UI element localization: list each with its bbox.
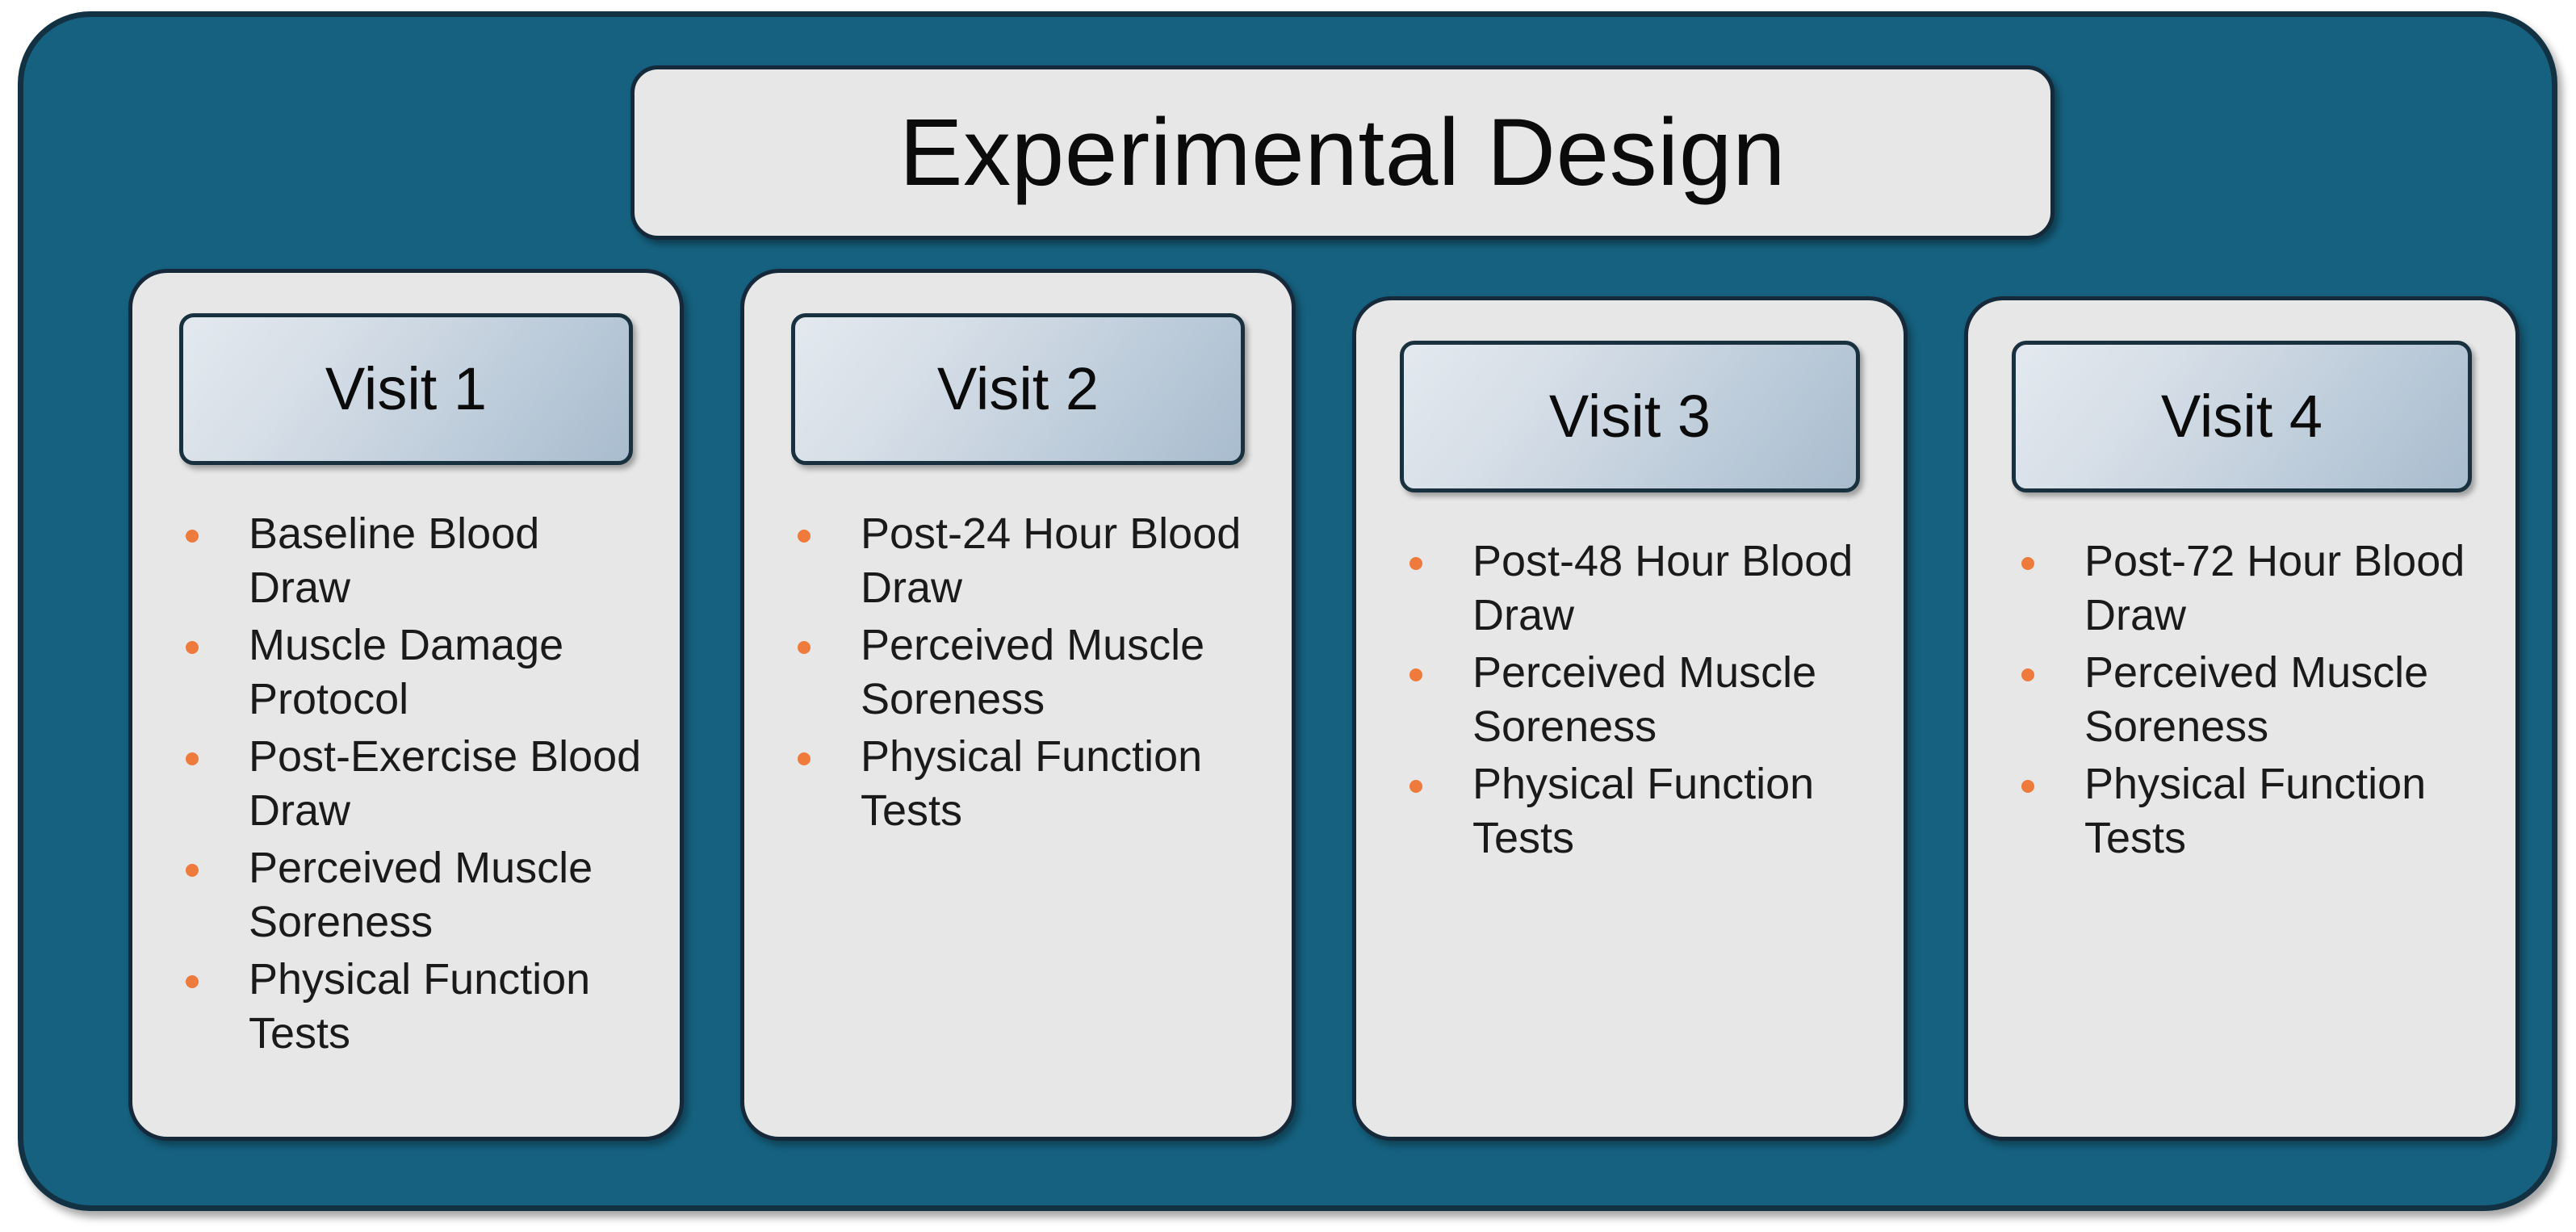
visit-title-2: Visit 2 <box>936 355 1100 422</box>
list-item: Physical Function Tests <box>786 730 1258 838</box>
list-item-label: Physical Function Tests <box>249 954 591 1058</box>
visit-header-3: Visit 3 <box>1400 341 1860 492</box>
bullet-icon <box>186 752 199 765</box>
list-item: Physical Function Tests <box>2010 757 2482 865</box>
visit-header-4: Visit 4 <box>2012 341 2472 492</box>
list-item: Physical Function Tests <box>174 953 646 1061</box>
list-item-label: Physical Function Tests <box>861 731 1203 835</box>
bullet-icon <box>1409 668 1422 681</box>
list-item-label: Post-72 Hour Blood Draw <box>2084 537 2465 639</box>
list-item-label: Physical Function Tests <box>1472 759 1815 862</box>
list-item: Post-24 Hour Blood Draw <box>786 507 1258 615</box>
list-item-label: Post-48 Hour Blood Draw <box>1472 537 1853 639</box>
visit-body-2: Post-24 Hour Blood Draw Perceived Muscle… <box>744 465 1292 838</box>
list-item-label: Physical Function Tests <box>2084 759 2427 862</box>
list-item-label: Perceived Muscle Soreness <box>1472 647 1817 751</box>
visit-cards-row: Visit 1 Baseline Blood Draw Muscle Damag… <box>128 269 2519 1141</box>
bullet-icon <box>186 530 199 543</box>
bullet-icon <box>2021 668 2034 681</box>
bullet-icon <box>186 863 199 877</box>
list-item-label: Muscle Damage Protocol <box>249 620 564 723</box>
list-item: Post-48 Hour Blood Draw <box>1398 534 1870 643</box>
visit-header-1: Visit 1 <box>179 313 633 465</box>
list-item-label: Perceived Muscle Soreness <box>2084 647 2429 751</box>
list-item-label: Perceived Muscle Soreness <box>249 843 593 946</box>
visit-item-list-3: Post-48 Hour Blood Draw Perceived Muscle… <box>1398 534 1870 865</box>
bullet-icon <box>798 530 810 543</box>
bullet-icon <box>186 974 199 988</box>
bullet-icon <box>2021 557 2034 570</box>
visit-card-2[interactable]: Visit 2 Post-24 Hour Blood Draw Perceive… <box>740 269 1296 1141</box>
bullet-icon <box>2021 779 2034 793</box>
list-item: Perceived Muscle Soreness <box>174 841 646 949</box>
list-item: Post-Exercise Blood Draw <box>174 730 646 838</box>
page-title: Experimental Design <box>898 99 1786 206</box>
list-item: Perceived Muscle Soreness <box>2010 646 2482 754</box>
bullet-icon <box>798 640 810 654</box>
visit-item-list-4: Post-72 Hour Blood Draw Perceived Muscle… <box>2010 534 2482 865</box>
bullet-icon <box>1409 779 1422 793</box>
visit-header-2: Visit 2 <box>791 313 1245 465</box>
bullet-icon <box>798 752 810 765</box>
visit-card-4[interactable]: Visit 4 Post-72 Hour Blood Draw Perceive… <box>1964 296 2519 1141</box>
visit-item-list-2: Post-24 Hour Blood Draw Perceived Muscle… <box>786 507 1258 838</box>
list-item-label: Post-Exercise Blood Draw <box>249 731 642 835</box>
list-item: Perceived Muscle Soreness <box>786 618 1258 727</box>
list-item: Perceived Muscle Soreness <box>1398 646 1870 754</box>
list-item: Baseline Blood Draw <box>174 507 646 615</box>
title-plate: Experimental Design <box>630 65 2055 240</box>
visit-title-4: Visit 4 <box>2160 383 2323 450</box>
visit-card-1[interactable]: Visit 1 Baseline Blood Draw Muscle Damag… <box>128 269 684 1141</box>
list-item-label: Post-24 Hour Blood Draw <box>861 509 1242 612</box>
visit-body-1: Baseline Blood Draw Muscle Damage Protoc… <box>132 465 680 1061</box>
list-item: Physical Function Tests <box>1398 757 1870 865</box>
list-item: Muscle Damage Protocol <box>174 618 646 727</box>
visit-body-3: Post-48 Hour Blood Draw Perceived Muscle… <box>1356 492 1904 865</box>
visit-body-4: Post-72 Hour Blood Draw Perceived Muscle… <box>1968 492 2515 865</box>
bullet-icon <box>1409 557 1422 570</box>
list-item-label: Perceived Muscle Soreness <box>861 620 1205 723</box>
list-item: Post-72 Hour Blood Draw <box>2010 534 2482 643</box>
visit-title-3: Visit 3 <box>1548 383 1711 450</box>
visit-item-list-1: Baseline Blood Draw Muscle Damage Protoc… <box>174 507 646 1061</box>
list-item-label: Baseline Blood Draw <box>249 509 540 612</box>
visit-card-3[interactable]: Visit 3 Post-48 Hour Blood Draw Perceive… <box>1352 296 1908 1141</box>
bullet-icon <box>186 640 199 654</box>
experimental-design-panel: Experimental Design Visit 1 Baseline Blo… <box>18 11 2557 1211</box>
visit-title-1: Visit 1 <box>325 355 488 422</box>
